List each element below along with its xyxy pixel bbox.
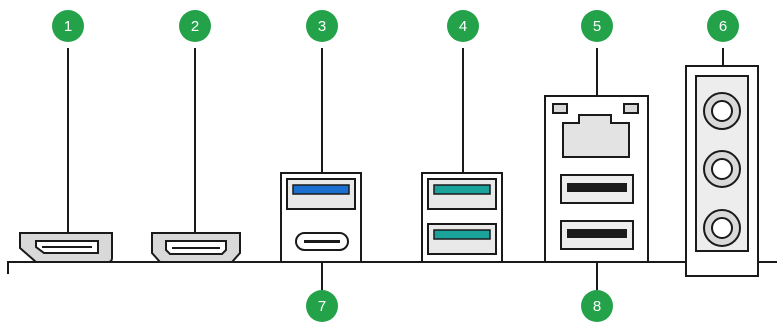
usb-teal-ports bbox=[421, 172, 503, 263]
rj45-icon bbox=[562, 114, 630, 158]
callout-number: 7 bbox=[318, 298, 326, 315]
usb-black-ports bbox=[560, 174, 634, 250]
audio-jack-icon bbox=[703, 92, 741, 130]
callout-badge-1: 1 bbox=[52, 10, 84, 42]
callout-number: 5 bbox=[593, 18, 601, 35]
audio-jacks bbox=[685, 65, 759, 277]
callout-badge-2: 2 bbox=[179, 10, 211, 42]
callout-badge-7: 7 bbox=[306, 290, 338, 322]
callout-number: 2 bbox=[191, 18, 199, 35]
ethernet-usb-stack bbox=[544, 95, 649, 263]
panel-outline bbox=[7, 261, 777, 274]
audio-jack-icon bbox=[703, 150, 741, 188]
callout-number: 3 bbox=[318, 18, 326, 35]
usb-blue-port bbox=[286, 178, 356, 210]
displayport-port bbox=[19, 232, 113, 263]
usb-blue-stack bbox=[280, 172, 362, 263]
usb-c-port bbox=[295, 232, 349, 251]
callout-badge-6: 6 bbox=[707, 10, 739, 42]
callout-badge-3: 3 bbox=[306, 10, 338, 42]
callout-number: 6 bbox=[719, 18, 727, 35]
callout-badge-4: 4 bbox=[447, 10, 479, 42]
callout-number: 4 bbox=[459, 18, 467, 35]
audio-jack-icon bbox=[703, 209, 741, 247]
hdmi-port bbox=[151, 232, 241, 263]
callout-number: 1 bbox=[64, 18, 72, 35]
callout-badge-5: 5 bbox=[581, 10, 613, 42]
callout-badge-8: 8 bbox=[581, 290, 613, 322]
callout-number: 8 bbox=[593, 298, 601, 315]
